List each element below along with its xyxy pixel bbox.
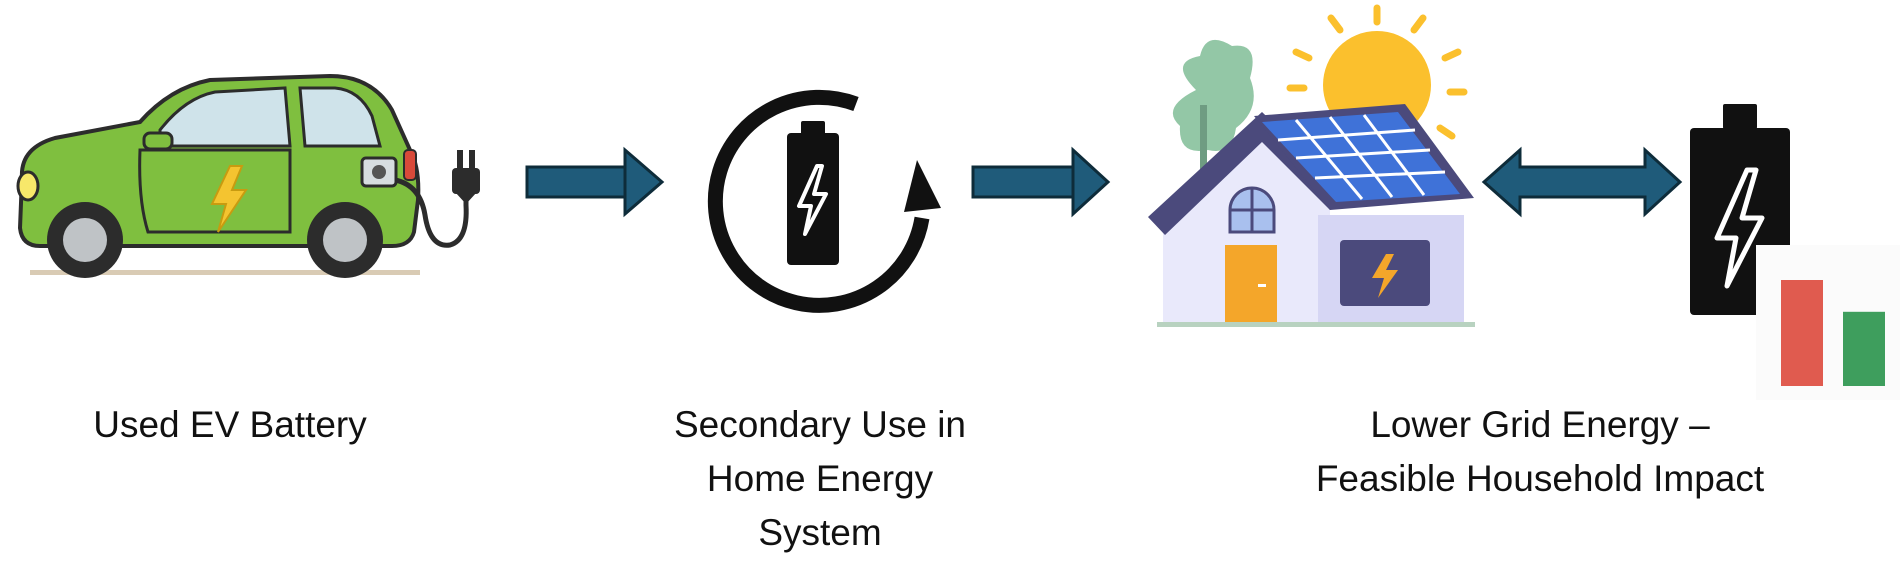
caption-secondary-use: Secondary Use in Home Energy System [620,398,1020,560]
caption-used-ev-battery: Used EV Battery [30,398,430,452]
charging-plug-icon [394,150,480,248]
arrow-right-1 [525,146,665,218]
caption-line: Feasible Household Impact [1315,458,1765,499]
bar-chart-icon [1756,245,1900,400]
caption-line: Used EV Battery [93,404,367,445]
caption-line: Secondary Use in [673,404,967,445]
battery-cycle-icon [707,89,941,313]
chart-bar-green [1843,311,1885,386]
caption-line: Lower Grid Energy – [1370,404,1710,445]
arrow-bidirectional [1481,146,1683,218]
caption-line: Home Energy [706,458,934,499]
ev-car-icon [16,73,421,278]
chart-bar-red [1781,280,1823,386]
caption-lower-grid-energy: Lower Grid Energy – Feasible Household I… [1260,398,1820,506]
caption-line: System [758,512,882,553]
arrow-right-2 [971,146,1111,218]
solar-house-icon [1148,4,1475,327]
